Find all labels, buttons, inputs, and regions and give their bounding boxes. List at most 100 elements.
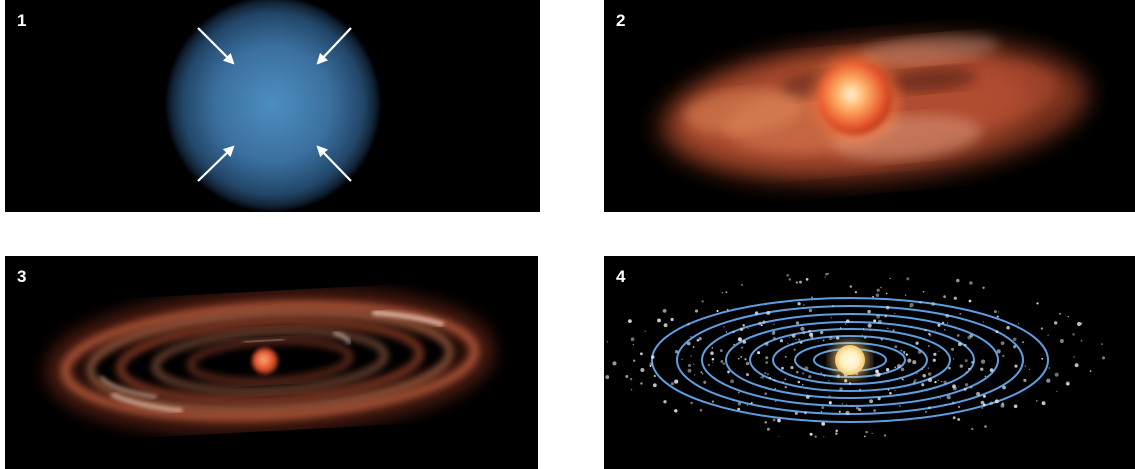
debris-speck xyxy=(726,308,729,311)
debris-speck xyxy=(885,292,888,295)
debris-speck xyxy=(968,299,972,303)
debris-speck xyxy=(925,411,927,413)
debris-speck xyxy=(1072,333,1075,336)
debris-speck xyxy=(914,379,917,382)
debris-speck xyxy=(820,410,823,413)
debris-speck xyxy=(799,280,802,284)
debris-speck xyxy=(674,379,679,384)
orbit xyxy=(676,305,1024,415)
debris-speck xyxy=(804,411,807,415)
debris-speck xyxy=(722,362,725,365)
debris-speck xyxy=(1013,345,1017,349)
gas-cloud xyxy=(167,0,379,210)
debris-speck xyxy=(765,361,768,364)
debris-speck xyxy=(835,432,838,435)
debris-speck xyxy=(795,281,798,284)
debris-speck xyxy=(681,358,683,360)
debris-speck xyxy=(871,432,873,435)
debris-speck xyxy=(993,310,997,314)
debris-speck xyxy=(902,378,905,381)
debris-speck xyxy=(965,371,968,373)
debris-speck xyxy=(738,358,740,360)
debris-speck xyxy=(894,390,896,392)
debris-speck xyxy=(980,400,985,405)
debris-speck xyxy=(750,402,753,405)
debris-speck xyxy=(769,377,772,379)
debris-speck xyxy=(633,359,636,362)
debris-speck xyxy=(820,372,822,374)
debris-speck xyxy=(825,272,828,276)
debris-speck xyxy=(790,365,794,370)
debris-speck xyxy=(1041,357,1044,360)
dust-disk xyxy=(659,34,1089,183)
debris-speck xyxy=(799,341,803,344)
debris-speck xyxy=(958,386,960,388)
debris-speck xyxy=(707,363,711,367)
young-star xyxy=(252,348,278,374)
debris-speck xyxy=(805,278,809,281)
debris-speck xyxy=(828,401,832,405)
panel-number-2: 2 xyxy=(616,11,626,30)
debris-speck xyxy=(605,375,610,380)
debris-speck xyxy=(821,406,825,409)
debris-speck xyxy=(702,373,704,375)
debris-speck xyxy=(741,284,743,286)
debris-speck xyxy=(887,389,890,391)
debris-speck xyxy=(839,327,842,329)
debris-speck xyxy=(1035,400,1038,402)
debris-speck xyxy=(733,343,735,346)
debris-speck xyxy=(674,349,679,354)
debris-speck xyxy=(802,372,805,375)
debris-speck xyxy=(874,373,879,378)
debris-speck xyxy=(719,349,723,352)
debris-speck xyxy=(894,345,898,349)
debris-speck xyxy=(1040,327,1044,330)
panel-number-3: 3 xyxy=(17,267,27,286)
orbit xyxy=(725,321,975,399)
debris-speck xyxy=(838,410,841,413)
debris-speck xyxy=(698,336,702,341)
debris-speck xyxy=(777,418,781,423)
debris-speck xyxy=(820,330,824,335)
debris-speck xyxy=(981,359,986,364)
debris-speck xyxy=(754,311,759,315)
debris-speck xyxy=(793,348,796,351)
debris-speck xyxy=(933,352,937,356)
debris-speck xyxy=(686,341,691,346)
debris-speck xyxy=(1014,364,1018,368)
debris-speck xyxy=(823,436,825,438)
planetary-system-icon xyxy=(605,272,1105,438)
debris-speck xyxy=(994,399,999,404)
debris-speck xyxy=(828,380,830,382)
debris-speck xyxy=(821,422,826,426)
debris-speck xyxy=(877,319,882,324)
panel-number-4: 4 xyxy=(616,267,626,286)
debris-speck xyxy=(832,305,834,307)
debris-speck xyxy=(887,327,889,329)
debris-speck xyxy=(1000,341,1005,346)
debris-speck xyxy=(896,364,902,369)
debris-speck xyxy=(875,369,879,374)
debris-speck xyxy=(644,330,646,333)
debris-speck xyxy=(827,273,829,275)
sun xyxy=(835,345,865,375)
debris-speck xyxy=(737,407,741,411)
debris-speck xyxy=(764,421,767,424)
ring-system xyxy=(45,287,495,435)
debris-speck xyxy=(1021,341,1025,344)
debris-speck xyxy=(649,362,653,366)
debris-speck xyxy=(716,309,719,313)
debris-speck xyxy=(725,331,728,333)
debris-speck xyxy=(956,334,960,337)
debris-speck xyxy=(737,337,742,342)
debris-speck xyxy=(894,366,896,369)
debris-speck xyxy=(934,380,937,384)
debris-speck xyxy=(1080,322,1083,325)
debris-speck xyxy=(625,375,629,378)
debris-speck xyxy=(1047,334,1049,336)
debris-speck xyxy=(795,321,800,325)
debris-speck xyxy=(663,323,668,328)
debris-speck xyxy=(1080,339,1083,342)
debris-speck xyxy=(900,349,903,352)
debris-speck xyxy=(996,315,999,318)
